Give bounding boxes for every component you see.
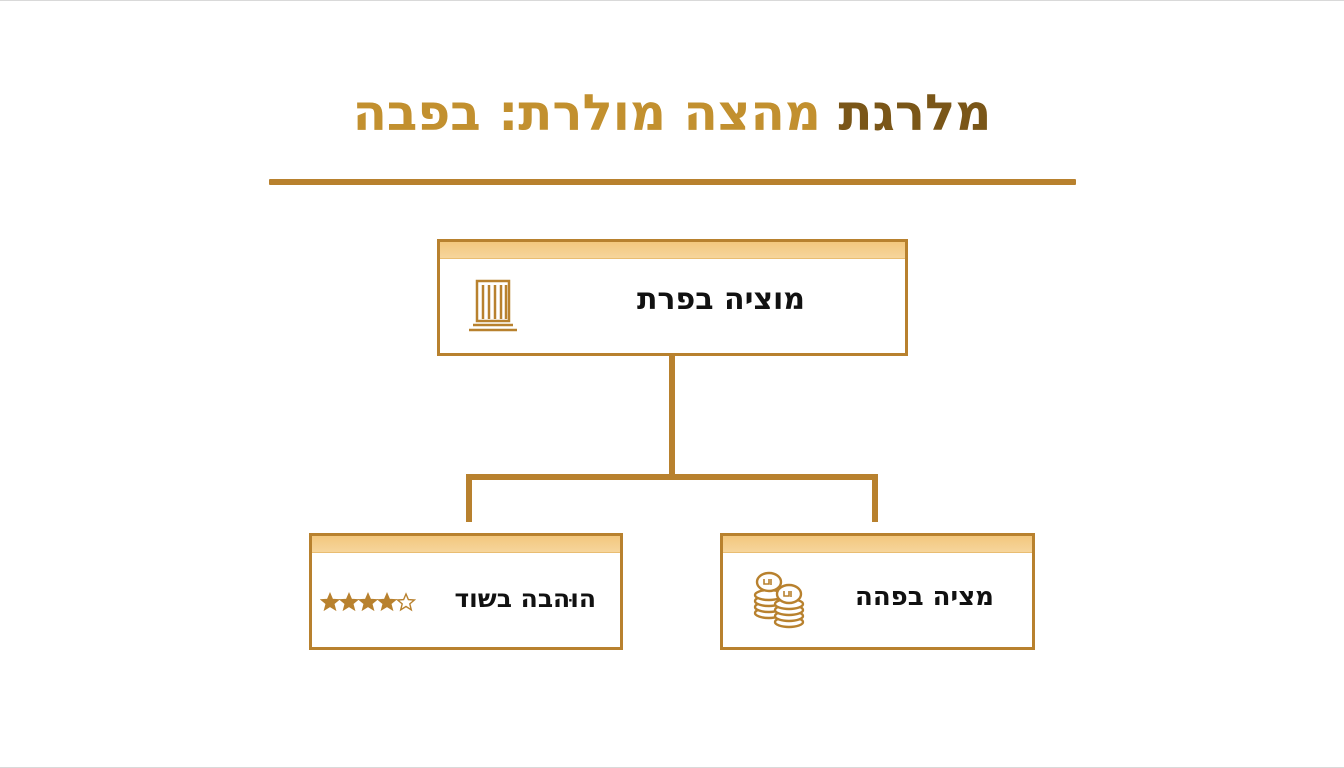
node-left: הוּהבה בשוד [309, 533, 623, 650]
title-divider [269, 179, 1076, 185]
title-part-2: מהצה מולרת: בפבה [352, 84, 821, 142]
node-left-band [312, 536, 620, 553]
node-left-label: הוּהבה בשוד [454, 584, 596, 613]
star-empty-icon [395, 592, 416, 612]
title-part-1: מלרגת [838, 84, 992, 142]
star-filled-icon [357, 591, 379, 612]
star-filled-icon [376, 591, 398, 612]
node-top-band [440, 242, 905, 259]
connector-branch [466, 474, 878, 522]
top-border [0, 0, 1344, 1]
node-top-label: מוציה בפרת [636, 282, 805, 317]
building-icon [469, 279, 517, 332]
star-filled-icon [338, 591, 360, 612]
node-right: מציה בפהה [720, 533, 1035, 650]
star-filled-icon [320, 591, 341, 612]
stars-rating-icon [320, 591, 416, 612]
node-right-band [723, 536, 1032, 553]
node-right-label: מציה בפהה [854, 582, 994, 612]
coins-stack-icon [753, 571, 805, 629]
diagram-title: מלרגת מהצה מולרת: בפבה [272, 80, 1072, 146]
node-top: מוציה בפרת [437, 239, 908, 356]
